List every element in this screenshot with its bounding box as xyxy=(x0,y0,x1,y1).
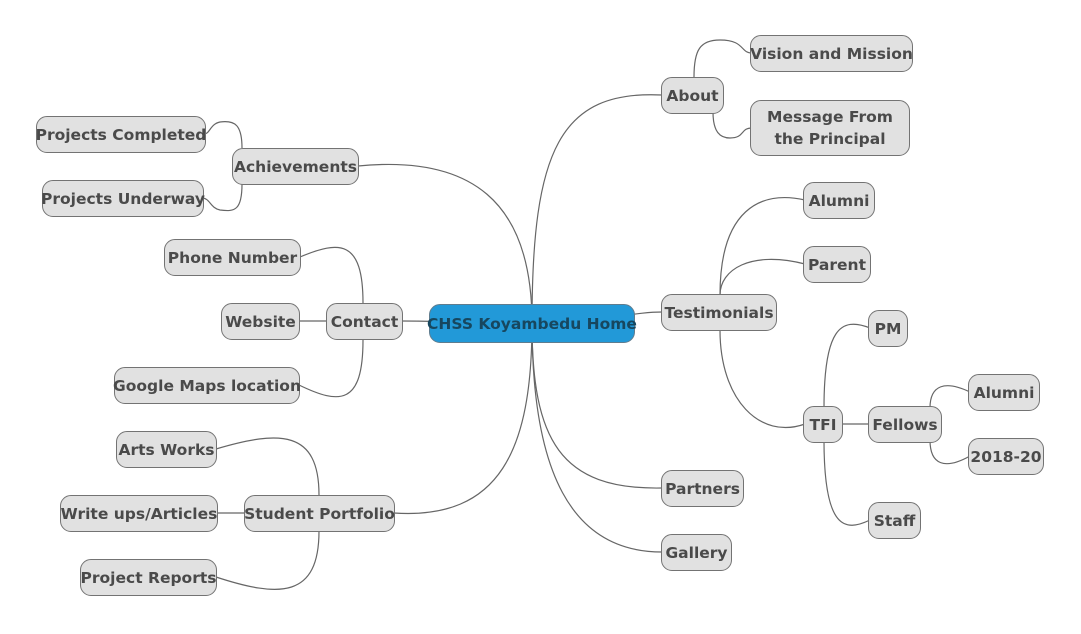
edge-testimonials-parent xyxy=(719,258,806,296)
edge-contact-phone xyxy=(299,246,364,304)
edge-fellows-alumni xyxy=(929,385,971,409)
node-parent[interactable]: Parent xyxy=(803,246,871,283)
node-fellows-alumni-label: Alumni xyxy=(973,383,1035,402)
node-student-portfolio[interactable]: Student Portfolio xyxy=(244,495,395,532)
root-node-label: CHSS Koyambedu Home xyxy=(427,314,637,333)
edge-root-portfolio xyxy=(393,322,533,515)
node-tfi[interactable]: TFI xyxy=(803,406,843,443)
node-parent-label: Parent xyxy=(807,255,866,274)
edge-achievements-underway xyxy=(201,183,243,212)
node-about[interactable]: About xyxy=(661,77,724,114)
node-pm[interactable]: PM xyxy=(868,310,908,347)
node-write-ups-articles[interactable]: Write ups/Articles xyxy=(60,495,218,532)
node-portfolio-label: Student Portfolio xyxy=(244,504,395,523)
node-gallery-label: Gallery xyxy=(665,543,728,562)
node-fellows-label: Fellows xyxy=(872,415,938,434)
node-phone-number[interactable]: Phone Number xyxy=(164,239,301,276)
node-website[interactable]: Website xyxy=(221,303,300,340)
edge-fellows-2018 xyxy=(929,439,971,465)
edge-about-vision xyxy=(693,39,753,78)
node-fellows-alumni[interactable]: Alumni xyxy=(968,374,1040,411)
node-contact[interactable]: Contact xyxy=(326,303,403,340)
node-tfi-label: TFI xyxy=(809,415,837,434)
node-projects-completed[interactable]: Projects Completed xyxy=(36,116,206,153)
node-vision-and-mission[interactable]: Vision and Mission xyxy=(750,35,913,72)
node-arts-works[interactable]: Arts Works xyxy=(116,431,217,468)
node-reports-label: Project Reports xyxy=(80,568,217,587)
node-project-reports[interactable]: Project Reports xyxy=(80,559,217,596)
node-google-maps-location[interactable]: Google Maps location xyxy=(113,367,301,404)
edge-portfolio-reports xyxy=(215,530,320,590)
node-testimonials-label: Testimonials xyxy=(664,303,774,322)
node-staff-label: Staff xyxy=(873,511,916,530)
edge-root-gallery xyxy=(531,322,663,553)
edge-root-achievements xyxy=(357,163,533,324)
node-projects-completed-label: Projects Completed xyxy=(35,125,207,144)
edge-about-principal xyxy=(712,111,753,139)
edge-tfi-pm xyxy=(823,323,871,409)
node-vision-label: Vision and Mission xyxy=(750,44,913,63)
edge-portfolio-arts xyxy=(215,437,320,496)
node-phone-label: Phone Number xyxy=(167,248,298,267)
root-node[interactable]: CHSS Koyambedu Home xyxy=(427,304,637,343)
node-arts-label: Arts Works xyxy=(118,440,215,459)
node-gallery[interactable]: Gallery xyxy=(661,534,732,571)
edge-contact-maps xyxy=(298,339,364,398)
node-contact-label: Contact xyxy=(330,312,399,331)
node-fellows[interactable]: Fellows xyxy=(868,406,942,443)
node-writeups-label: Write ups/Articles xyxy=(60,504,218,523)
edge-testimonials-tfi xyxy=(719,329,806,429)
node-message-from-principal[interactable]: Message From the Principal xyxy=(750,100,910,156)
node-2018-20[interactable]: 2018-20 xyxy=(968,438,1044,475)
edge-achievements-completed xyxy=(203,121,243,149)
node-achievements-label: Achievements xyxy=(234,157,357,176)
node-2018-20-label: 2018-20 xyxy=(970,447,1042,466)
node-projects-underway[interactable]: Projects Underway xyxy=(41,180,205,217)
node-about-label: About xyxy=(666,86,719,105)
node-testimonials[interactable]: Testimonials xyxy=(661,294,777,331)
node-testimonials-alumni[interactable]: Alumni xyxy=(803,182,875,219)
node-pm-label: PM xyxy=(874,319,902,338)
node-website-label: Website xyxy=(225,312,296,331)
node-principal-label: Message From the Principal xyxy=(767,108,893,148)
edge-tfi-staff xyxy=(823,439,871,526)
node-staff[interactable]: Staff xyxy=(868,502,921,539)
node-projects-underway-label: Projects Underway xyxy=(41,189,205,208)
edge-testimonials-alumni xyxy=(719,197,806,296)
node-maps-label: Google Maps location xyxy=(113,376,301,395)
edge-root-about xyxy=(531,94,663,324)
node-testimonials-alumni-label: Alumni xyxy=(808,191,870,210)
edge-root-partners xyxy=(531,322,663,489)
node-partners-label: Partners xyxy=(665,479,740,498)
node-achievements[interactable]: Achievements xyxy=(232,148,359,185)
node-partners[interactable]: Partners xyxy=(661,470,744,507)
